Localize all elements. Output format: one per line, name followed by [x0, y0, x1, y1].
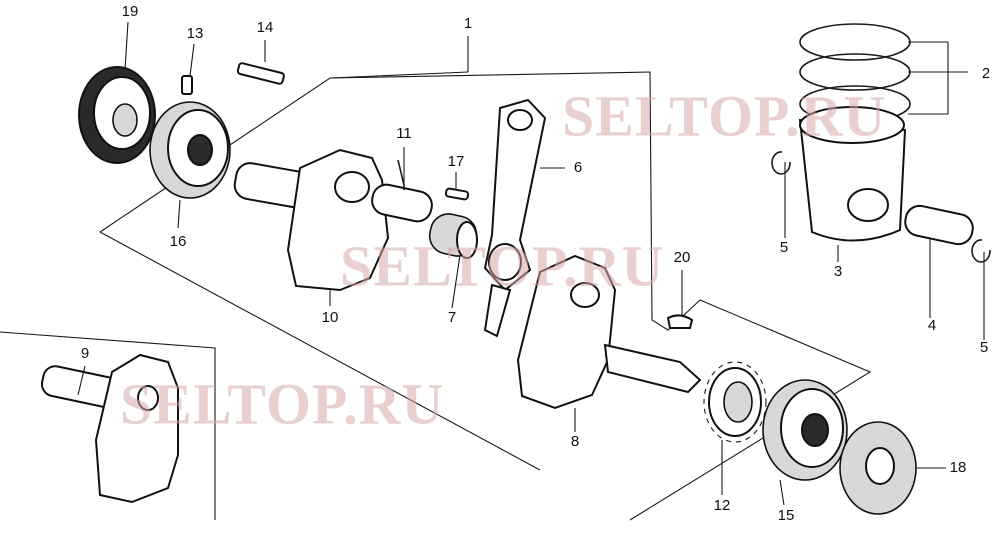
part-crank-half-right	[516, 254, 702, 410]
part-piston	[798, 106, 907, 242]
callout-5a: 5	[780, 239, 788, 256]
callout-13: 13	[187, 25, 204, 42]
leader-lines	[77, 21, 985, 506]
callout-9: 9	[81, 345, 89, 362]
callout-3: 3	[834, 263, 842, 280]
callout-12: 12	[714, 497, 731, 514]
watermark-middle: SELTOP.RU	[340, 233, 664, 298]
callout-1: 1	[464, 15, 472, 32]
part-seal-plate	[78, 66, 156, 164]
callout-6: 6	[574, 159, 582, 176]
part-crank-pin	[397, 159, 405, 190]
callout-7: 7	[448, 309, 456, 326]
part-needle-bearing	[428, 213, 478, 259]
watermark-bottom: SELTOP.RU	[120, 371, 444, 436]
part-seal-right	[839, 421, 917, 515]
assembly-outline	[99, 71, 872, 521]
part-crank-half-left	[233, 148, 433, 292]
part-small-pin	[444, 187, 470, 201]
callout-10: 10	[322, 309, 339, 326]
part-bearing-right	[762, 379, 848, 481]
part-crank-inset	[40, 353, 179, 504]
callout-17: 17	[448, 153, 465, 170]
callout-11: 11	[396, 125, 412, 142]
callout-20: 20	[674, 249, 691, 266]
part-woodruff-key	[666, 314, 694, 329]
part-bearing-left	[149, 101, 231, 199]
callout-16: 16	[170, 233, 187, 250]
callout-2: 2	[982, 65, 990, 82]
part-circlip-b	[971, 239, 991, 263]
callout-15: 15	[778, 507, 795, 524]
part-circlip-a	[771, 151, 791, 175]
watermark-top: SELTOP.RU	[562, 83, 886, 148]
callout-14: 14	[257, 19, 274, 36]
callout-18: 18	[950, 459, 967, 476]
callout-4: 4	[928, 317, 936, 334]
part-piston-pin	[904, 204, 974, 246]
callout-19: 19	[122, 3, 139, 20]
part-key	[236, 62, 285, 85]
callout-8: 8	[571, 433, 579, 450]
part-connecting-rod	[483, 98, 547, 338]
part-gear	[703, 361, 767, 443]
callout-5b: 5	[980, 339, 988, 356]
inset-frame	[0, 331, 216, 520]
part-pin	[181, 75, 193, 95]
